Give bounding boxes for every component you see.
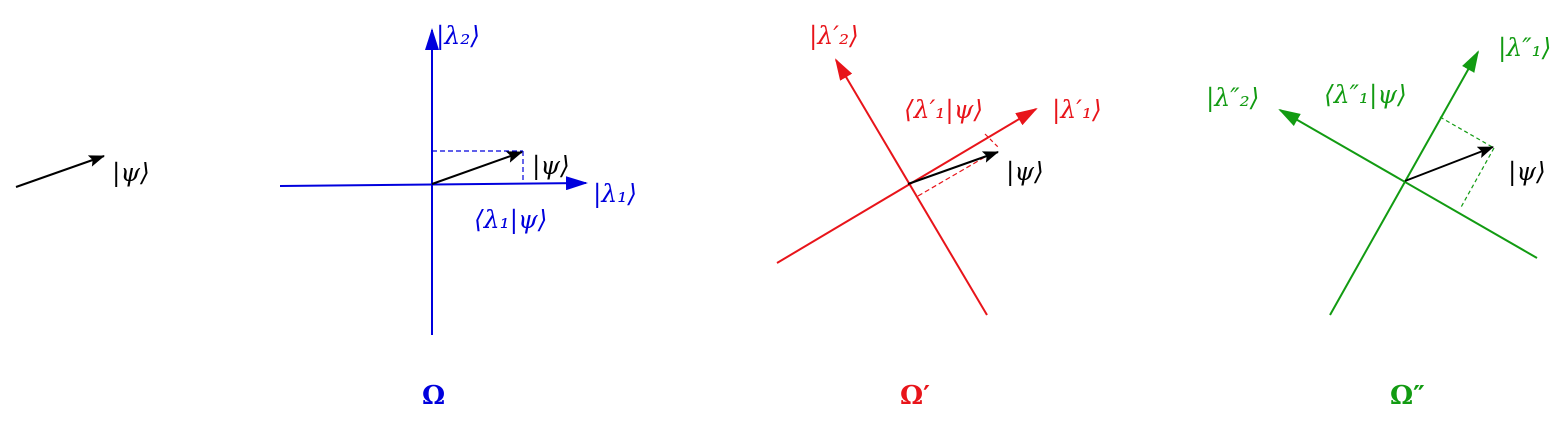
axis-lambda1-double-prime <box>1329 50 1479 316</box>
caption-omega-prime: Ω′ <box>900 381 930 411</box>
psi-label: |ψ⟩ <box>1006 157 1044 187</box>
projection-dashed-along-axis <box>917 156 986 197</box>
psi-vector-arrow <box>907 151 999 185</box>
axis-lambda1-double-prime-label: |λ″₁⟩ <box>1498 33 1551 63</box>
axis-lambda2-double-prime-label: |λ″₂⟩ <box>1206 83 1259 113</box>
axis-lambda1-prime-label: |λ′₁⟩ <box>1052 95 1102 125</box>
axis-lambda2-double-prime <box>1278 109 1538 259</box>
psi-label: |ψ⟩ <box>532 151 570 181</box>
state-label: |ψ⟩ <box>112 158 150 188</box>
projection-label: ⟨λ₁|ψ⟩ <box>474 205 547 235</box>
axis-lambda1-prime <box>776 107 1038 264</box>
projection-label: ⟨λ′₁|ψ⟩ <box>904 95 983 125</box>
axis-lambda2-prime-label: |λ′₂⟩ <box>809 21 859 51</box>
projection-dashed-perpendicular-b <box>1459 147 1495 210</box>
standalone-state: |ψ⟩ <box>15 155 150 188</box>
axis-lambda2-label: |λ₂⟩ <box>436 21 480 51</box>
panel-omega-prime: |λ′₂⟩ ⟨λ′₁|ψ⟩ |λ′₁⟩ |ψ⟩ Ω′ <box>776 21 1102 411</box>
projection-dashed-perpendicular <box>984 133 1000 149</box>
panel-omega-double-prime: |λ″₂⟩ ⟨λ″₁|ψ⟩ |λ″₁⟩ |ψ⟩ Ω″ <box>1206 33 1551 411</box>
panel-omega: |λ₂⟩ |ψ⟩ |λ₁⟩ ⟨λ₁|ψ⟩ Ω <box>279 21 637 411</box>
projection-label: ⟨λ″₁|ψ⟩ <box>1324 80 1407 110</box>
axis-lambda2-prime <box>834 58 988 316</box>
axis-lambda1-label: |λ₁⟩ <box>593 179 637 209</box>
psi-vector-arrow <box>1404 146 1494 182</box>
projection-dashed-perpendicular-a <box>1439 116 1495 149</box>
state-vector-arrow <box>15 155 105 188</box>
psi-label: |ψ⟩ <box>1508 157 1546 187</box>
psi-vector-arrow <box>431 151 523 185</box>
caption-omega-double-prime: Ω″ <box>1390 381 1425 411</box>
caption-omega: Ω <box>422 381 445 411</box>
